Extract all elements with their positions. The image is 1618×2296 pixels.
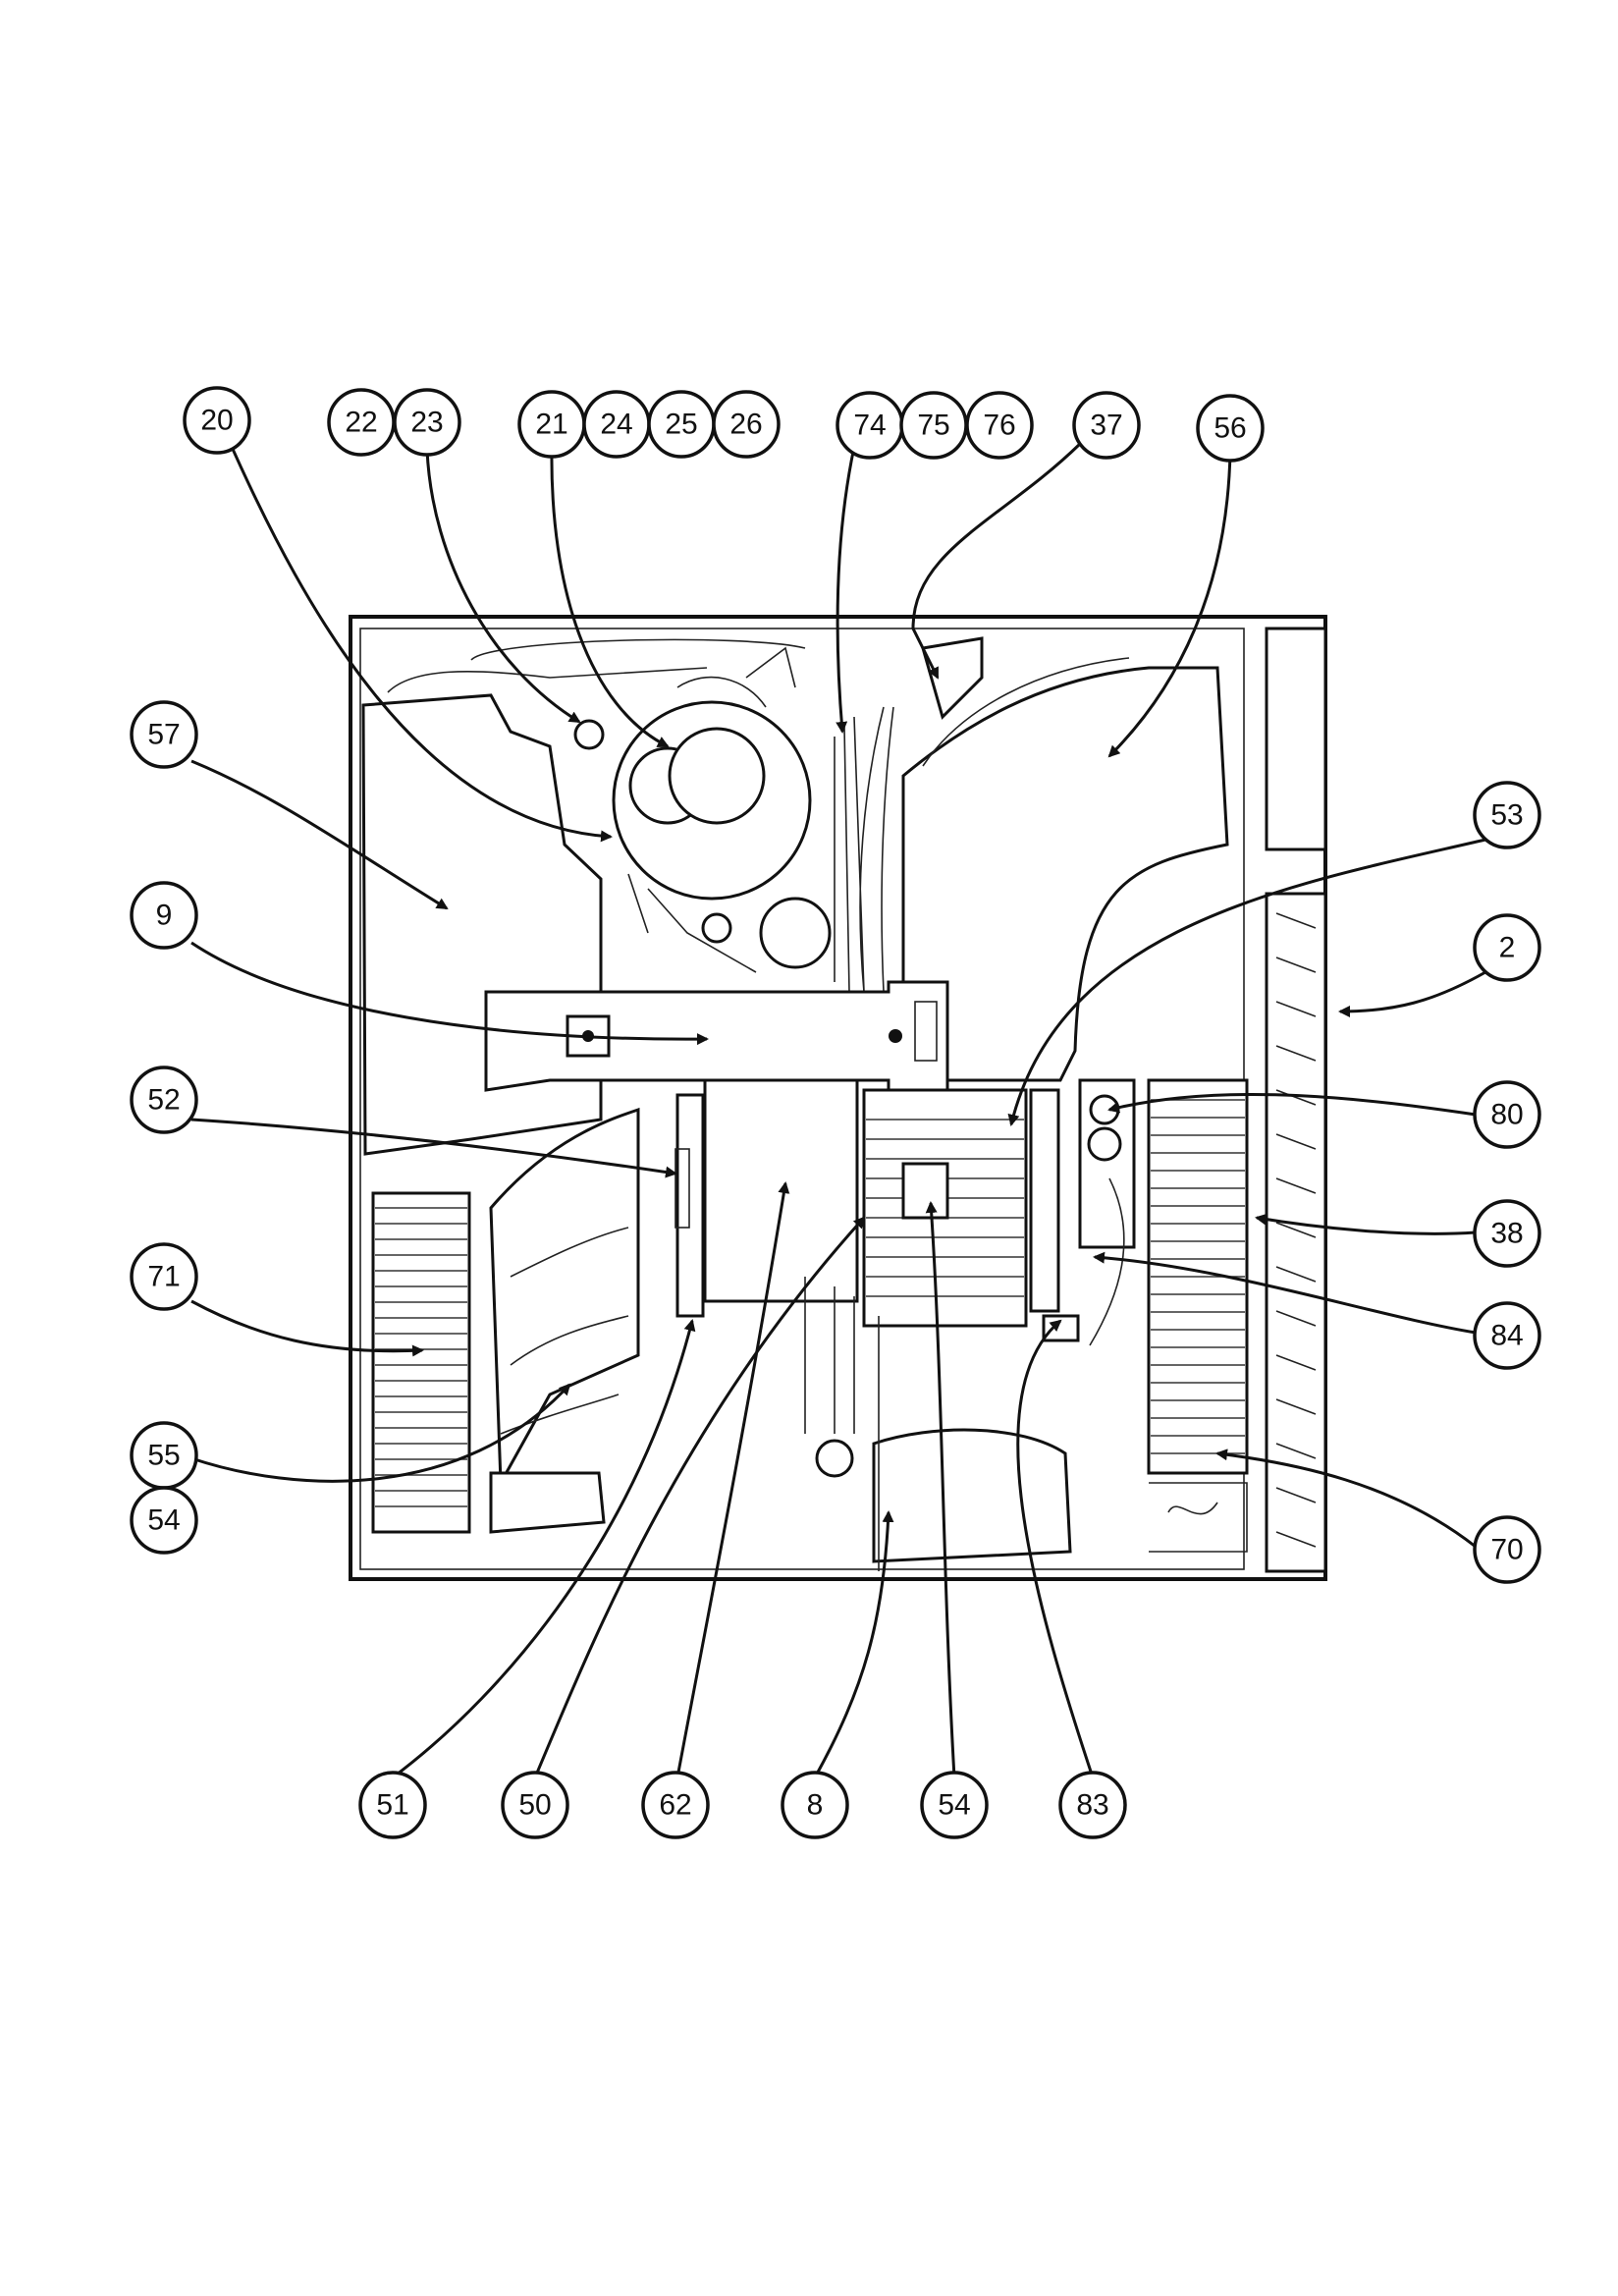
motor-mount <box>815 1439 854 1478</box>
blower-wheel <box>862 1088 1060 1328</box>
callout-57: 57 <box>130 700 198 769</box>
left-duct-panel <box>361 693 603 1156</box>
callout-83-label: 83 <box>1076 1789 1108 1822</box>
callout-62: 62 <box>641 1771 710 1839</box>
callout-23: 23 <box>393 388 461 457</box>
callout-37: 37 <box>1072 391 1141 460</box>
control-board <box>675 1093 705 1318</box>
callout-26-label: 26 <box>729 409 762 441</box>
callout-52-label: 52 <box>147 1084 180 1117</box>
callout-70: 70 <box>1473 1515 1541 1584</box>
callout-9: 9 <box>130 881 198 950</box>
callout-75: 75 <box>899 391 968 460</box>
callout-37-label: 37 <box>1090 410 1122 442</box>
callout-54-left-label: 54 <box>147 1504 180 1537</box>
callout-76-label: 76 <box>983 410 1015 442</box>
callout-80-label: 80 <box>1490 1099 1523 1131</box>
callout-53-label: 53 <box>1490 799 1523 832</box>
callout-54-bottom: 54 <box>920 1771 989 1839</box>
callout-76: 76 <box>965 391 1034 460</box>
unit-drawing <box>349 615 1327 1581</box>
callout-75-label: 75 <box>917 410 949 442</box>
callout-21: 21 <box>517 390 586 459</box>
callout-22: 22 <box>327 388 396 457</box>
callout-71: 71 <box>130 1242 198 1311</box>
callout-84-label: 84 <box>1490 1320 1523 1352</box>
callout-2: 2 <box>1473 913 1541 982</box>
callout-70-label: 70 <box>1490 1534 1523 1566</box>
control-box <box>703 1078 859 1303</box>
left-fan <box>489 1107 640 1534</box>
upper-right-duct <box>901 666 1229 1082</box>
callout-8-label: 8 <box>807 1789 824 1822</box>
callout-74-label: 74 <box>853 410 886 442</box>
control-bracket <box>921 636 984 720</box>
callout-50: 50 <box>501 1771 569 1839</box>
callout-9-label: 9 <box>156 900 173 932</box>
front-grille <box>1265 627 1327 1573</box>
callout-25: 25 <box>647 390 716 459</box>
callout-56: 56 <box>1196 394 1265 463</box>
callout-62-label: 62 <box>659 1789 691 1822</box>
callout-38: 38 <box>1473 1199 1541 1268</box>
callout-83: 83 <box>1058 1771 1127 1839</box>
callout-71-label: 71 <box>147 1261 180 1293</box>
callout-55-label: 55 <box>147 1440 180 1472</box>
callout-24-label: 24 <box>600 409 632 441</box>
motor-cradle <box>804 1277 855 1434</box>
callout-52: 52 <box>130 1066 198 1134</box>
base-pan <box>872 1428 1072 1563</box>
callout-24: 24 <box>582 390 651 459</box>
callout-80: 80 <box>1473 1080 1541 1149</box>
callout-8: 8 <box>781 1771 849 1839</box>
callout-74: 74 <box>836 391 904 460</box>
callout-22-label: 22 <box>345 407 377 439</box>
callout-26: 26 <box>712 390 781 459</box>
callout-23-label: 23 <box>410 407 443 439</box>
callout-56-label: 56 <box>1214 412 1246 445</box>
callout-20-label: 20 <box>200 405 233 437</box>
leader-lines <box>190 442 1486 1779</box>
callout-21-label: 21 <box>535 409 567 441</box>
callout-54-left: 54 <box>130 1486 198 1555</box>
callout-55: 55 <box>130 1421 198 1490</box>
callout-54-bottom-label: 54 <box>938 1789 970 1822</box>
callout-57-label: 57 <box>147 719 180 751</box>
callout-20: 20 <box>183 386 251 455</box>
callouts: 20 22 23 21 24 25 26 74 75 76 37 56 57 5… <box>130 386 1541 1839</box>
sensor-assembly <box>1042 1078 1136 1346</box>
callout-84: 84 <box>1473 1301 1541 1370</box>
wiring-harness <box>834 706 894 993</box>
callout-51: 51 <box>358 1771 427 1839</box>
compressor-assembly <box>387 638 832 973</box>
callout-51-label: 51 <box>376 1789 408 1822</box>
callout-38-label: 38 <box>1490 1218 1523 1250</box>
callout-25-label: 25 <box>665 409 697 441</box>
right-coil <box>1147 1078 1249 1553</box>
callout-53: 53 <box>1473 781 1541 849</box>
callout-2-label: 2 <box>1499 932 1516 964</box>
callout-50-label: 50 <box>518 1789 551 1822</box>
left-coil <box>371 1191 471 1534</box>
